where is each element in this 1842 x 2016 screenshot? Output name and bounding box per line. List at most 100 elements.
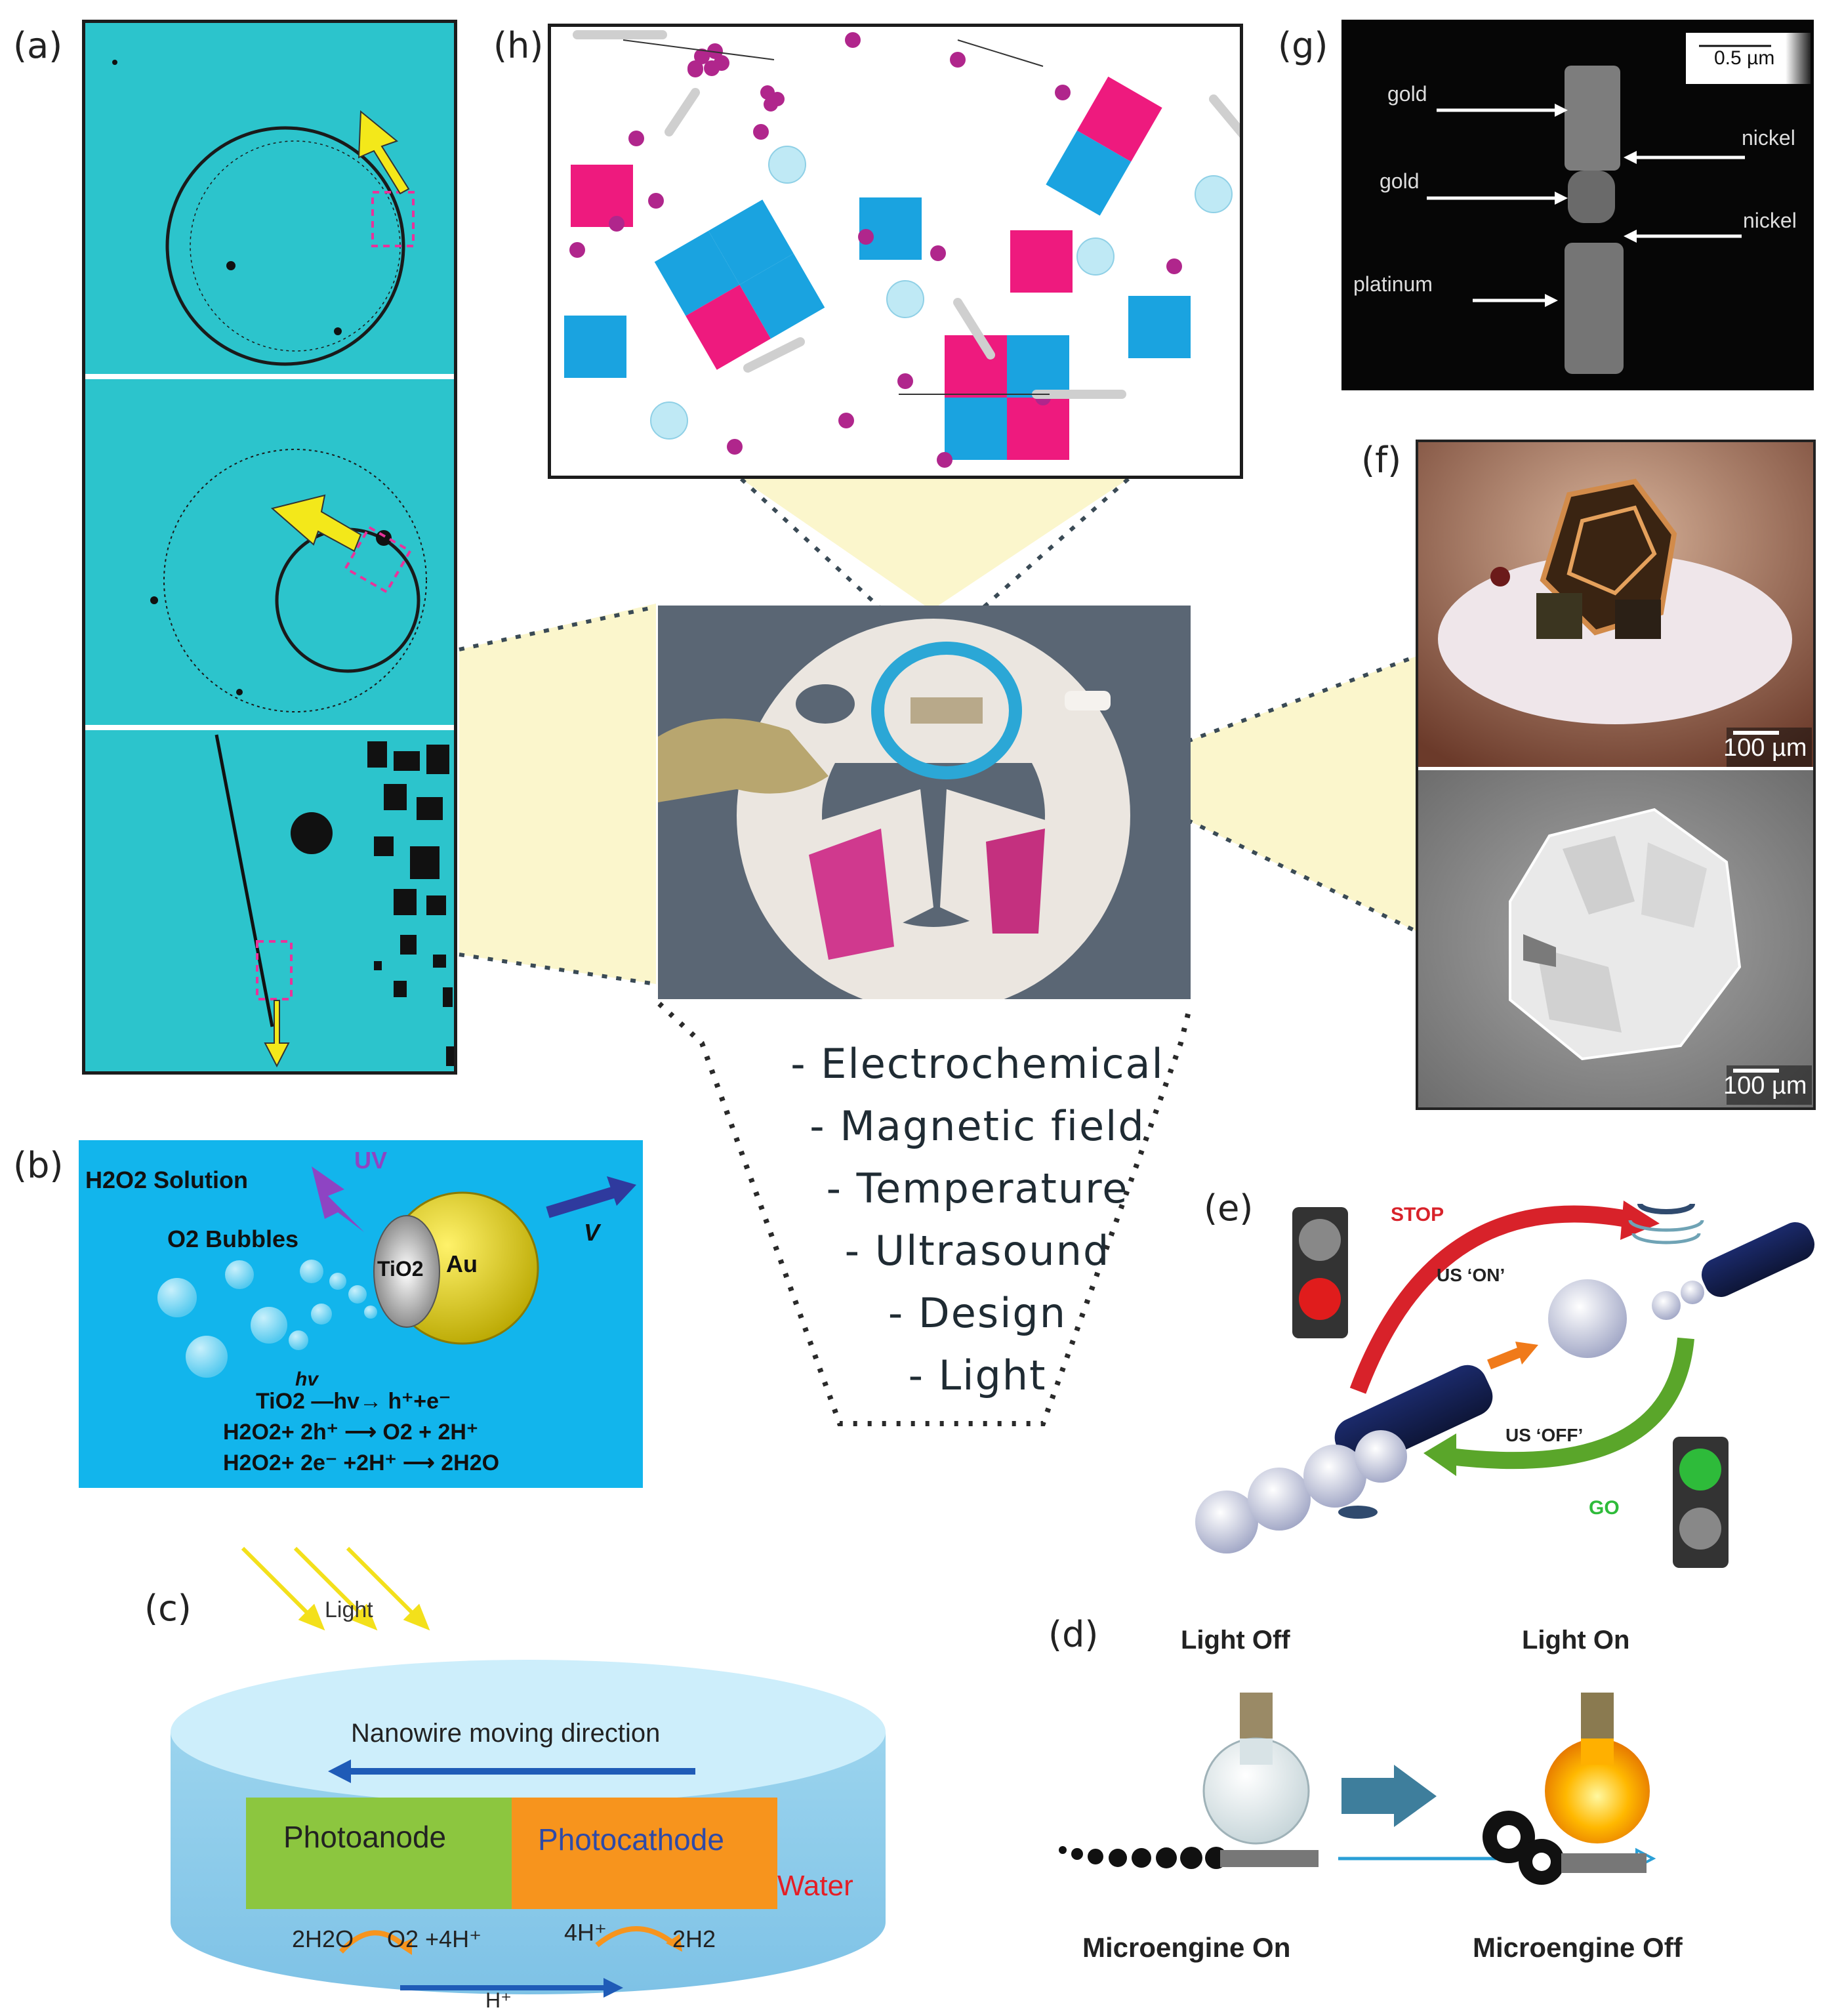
b-equation-1: TiO2 —hv→ h⁺+e⁻ <box>256 1389 451 1414</box>
panel-label-a: (a) <box>13 25 63 66</box>
c-product-oxygen: O2 +4H⁺ <box>387 1925 482 1952</box>
mechanism-design: - Design <box>888 1289 1067 1337</box>
h-square-0 <box>571 165 633 227</box>
mechanism-electrochemical: - Electrochemical <box>790 1040 1164 1088</box>
h-rod-3 <box>953 298 995 360</box>
d-light-off-label: Light Off <box>1181 1626 1290 1655</box>
mechanism-light: - Light <box>908 1351 1047 1399</box>
f-scale-label-1: 100 µm <box>1723 734 1807 762</box>
h-sphere-4 <box>650 401 688 440</box>
h-dot-13 <box>727 439 743 455</box>
panel-d-drawing <box>1059 1693 1656 1885</box>
panel-label-e: (e) <box>1204 1187 1254 1229</box>
d-engine-off-label: Microengine Off <box>1473 1932 1683 1963</box>
d-engine-on-label: Microengine On <box>1082 1932 1291 1963</box>
steering-wheel-photo <box>658 606 1191 999</box>
h-rotated-tile-0 <box>1076 76 1162 162</box>
panel-c-drawing <box>171 1546 886 1998</box>
panel-f-drawing <box>1418 442 1813 1107</box>
panel-label-d: (d) <box>1048 1614 1099 1655</box>
c-photoanode-label: Photoanode <box>283 1820 447 1854</box>
b-tio2-label: TiO2 <box>377 1257 424 1281</box>
e-stop-label: STOP <box>1391 1204 1444 1225</box>
h-dot-5 <box>1055 85 1071 100</box>
panel-label-h: (h) <box>493 25 544 66</box>
h-block-tile-0 <box>945 335 1007 398</box>
panel-e-drawing <box>1195 1201 1815 1568</box>
h-dot-cluster-a-2 <box>687 60 703 76</box>
h-rotated-pair-1 <box>1046 76 1162 216</box>
panel-g-micrograph: 0.5 µm gold nickel gold nickel platinum <box>1341 20 1814 390</box>
c-proton-label: H⁺ <box>485 1988 512 2012</box>
panel-b-drawing <box>157 1166 636 1378</box>
h-dot-8 <box>858 229 874 245</box>
h-dot-4 <box>648 193 664 209</box>
b-velocity-label: V <box>584 1219 600 1246</box>
h-cluster-tile-1 <box>708 199 794 285</box>
panel-f-micrographs: 100 µm 100 µm <box>1416 440 1816 1110</box>
c-direction-label: Nanowire moving direction <box>351 1719 661 1748</box>
h-rotated-tile-1 <box>1046 130 1132 216</box>
h-square-2 <box>859 197 922 260</box>
b-equation-2: H2O2+ 2h⁺ ⟶ O2 + 2H⁺ <box>223 1420 478 1445</box>
h-square-1 <box>564 316 626 378</box>
h-cluster-tile-2 <box>686 284 771 370</box>
mechanism-magnetic-field: - Magnetic field <box>809 1102 1145 1150</box>
panel-label-c: (c) <box>144 1588 192 1629</box>
h-sphere-3 <box>1195 175 1233 213</box>
g-scale-label: 0.5 µm <box>1714 47 1775 69</box>
h-arrow-0 <box>623 39 775 60</box>
h-dot-cluster-a-4 <box>714 55 729 71</box>
c-product-hydrogen: 2H2 <box>672 1925 716 1952</box>
panel-h-drawing <box>564 30 1251 468</box>
g-label-gold-1: gold <box>1387 82 1427 106</box>
panel-label-g: (g) <box>1278 25 1328 66</box>
g-label-nickel-2: nickel <box>1743 209 1797 232</box>
h-dot-6 <box>950 52 966 68</box>
panel-a-micrographs <box>82 20 457 1075</box>
c-water-label: Water <box>777 1870 853 1902</box>
h-dot-7 <box>1166 258 1182 274</box>
mechanism-temperature: - Temperature <box>826 1164 1129 1212</box>
h-dot-cluster-a-0 <box>694 49 710 64</box>
e-go-label: GO <box>1589 1497 1620 1519</box>
f-scale-label-2: 100 µm <box>1723 1072 1807 1100</box>
h-dot-12 <box>937 452 952 468</box>
d-light-on-label: Light On <box>1522 1626 1630 1655</box>
h-square-3 <box>1010 230 1073 293</box>
panel-label-f: (f) <box>1361 440 1402 481</box>
h-dot-3 <box>930 245 946 261</box>
panel-label-b: (b) <box>13 1145 64 1186</box>
h-dot-cluster-a-1 <box>707 43 723 59</box>
h-cluster-tile-0 <box>654 230 740 316</box>
g-label-nickel-1: nickel <box>1742 126 1795 150</box>
g-label-gold-2: gold <box>1380 169 1420 193</box>
panel-a-drawing <box>85 60 454 1068</box>
b-hv-label: hv <box>295 1368 319 1390</box>
b-equation-3: H2O2+ 2e⁻ +2H⁺ ⟶ 2H2O <box>223 1450 500 1475</box>
h-sphere-1 <box>886 280 924 318</box>
e-us-off-label: US ‘OFF’ <box>1505 1425 1584 1445</box>
h-arrow-2 <box>957 39 1044 67</box>
h-dot-11 <box>838 413 854 428</box>
h-block-tile-2 <box>945 398 1007 460</box>
h-rod-4 <box>665 88 700 136</box>
b-bubbles-label: O2 Bubbles <box>167 1225 299 1252</box>
mechanism-ultrasound: - Ultrasound <box>844 1227 1111 1275</box>
h-dot-15 <box>753 124 769 140</box>
h-sphere-0 <box>768 146 806 184</box>
wheel-drawing <box>658 606 1191 999</box>
h-dot-1 <box>628 131 644 146</box>
h-rod-2 <box>743 337 805 373</box>
c-reactant-water: 2H2O <box>292 1925 354 1952</box>
b-solution-label: H2O2 Solution <box>85 1166 249 1193</box>
h-rod-5 <box>1209 94 1251 143</box>
g-label-platinum: platinum <box>1353 272 1433 296</box>
h-block-tile-3 <box>1007 398 1069 460</box>
h-cluster-tile-3 <box>739 253 825 339</box>
h-dot-14 <box>609 216 624 232</box>
h-rotated-cluster <box>654 199 825 370</box>
panel-h-schematic <box>548 24 1251 479</box>
c-light-label: Light <box>325 1597 373 1622</box>
